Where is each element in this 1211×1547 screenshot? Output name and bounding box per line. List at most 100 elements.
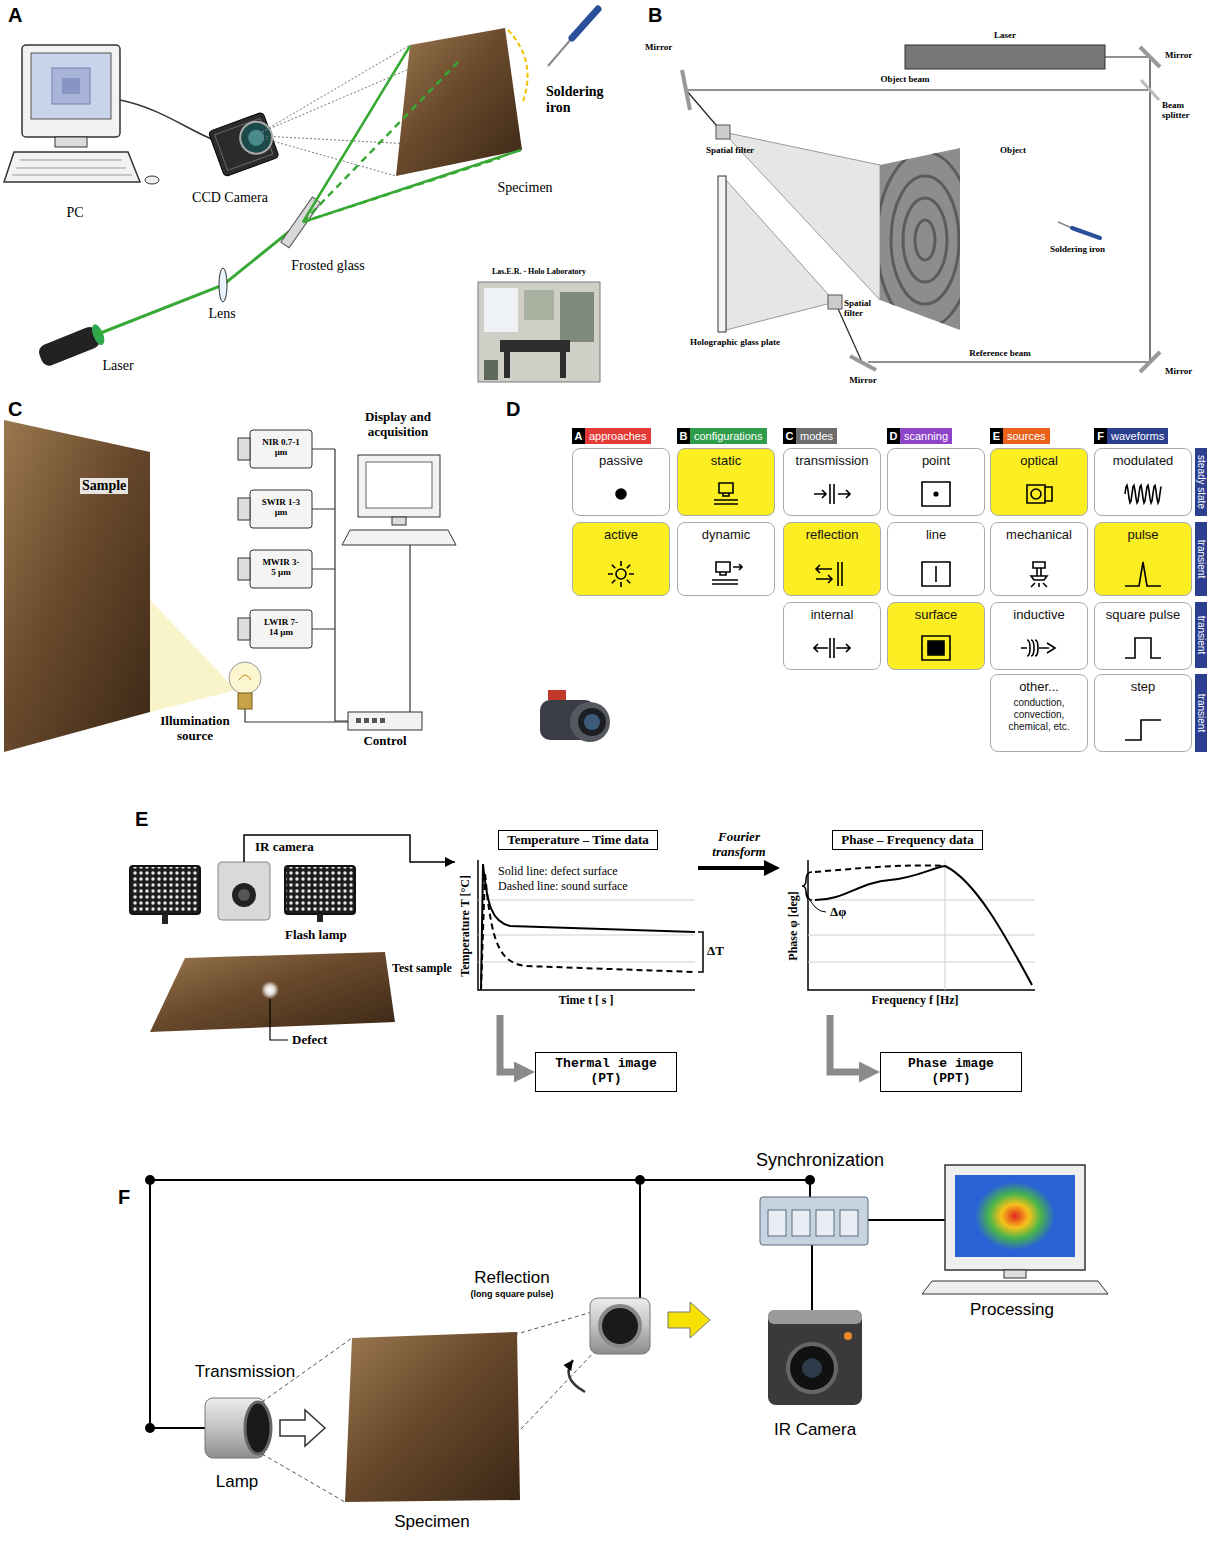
option-icon [934, 492, 938, 496]
sync-unit [760, 1197, 868, 1245]
option-icon [810, 478, 854, 510]
regime-label: transient [1195, 616, 1207, 654]
pc-computer [22, 45, 120, 137]
chart-grid [808, 860, 1035, 990]
lamp [205, 1398, 271, 1458]
soldering-iron [572, 9, 598, 38]
laser-beam [98, 222, 301, 334]
result-box: Thermal image (PT) [535, 1052, 677, 1092]
laser-rays [303, 46, 521, 222]
part-label: Object [1000, 145, 1026, 155]
ir-camera-photo [548, 690, 566, 700]
light-cone [726, 180, 835, 330]
option-icon [1017, 632, 1061, 664]
regime-tab: transient [1195, 674, 1207, 752]
difference-bracket [698, 932, 703, 972]
option-icon [1017, 558, 1061, 590]
option-label: inductive [991, 603, 1087, 623]
beam-splitter [1141, 80, 1159, 100]
option-label: step [1095, 675, 1191, 695]
ir-camera-icon [238, 618, 250, 640]
lamp [245, 1402, 271, 1454]
ir-camera [788, 1344, 836, 1392]
option-box: active [572, 522, 670, 596]
chart-panel: Phase – Frequency data [780, 830, 1035, 1015]
mirror [682, 47, 1160, 372]
option-icon [914, 558, 958, 590]
category-name: modes [796, 428, 837, 444]
laser-rays [303, 62, 500, 222]
ir-camera-icon [250, 430, 312, 468]
specimen [345, 1332, 520, 1502]
laboratory-photo [484, 288, 518, 332]
holographic-plate [718, 176, 726, 332]
axis-label: Phase φ [deg] [787, 891, 801, 960]
result-label: Thermal image (PT) [542, 1057, 670, 1087]
connector-arrow [698, 866, 764, 870]
pc-computer [4, 152, 140, 182]
yellow-arrow [668, 1302, 710, 1338]
processing-computer [922, 1281, 1108, 1294]
option-icon [599, 478, 643, 510]
flash-lamp [162, 914, 168, 924]
defect-spot [261, 981, 279, 999]
part-label: IR Camera [774, 1420, 856, 1440]
part-label: Reflection [474, 1268, 550, 1288]
part-label: Transmission [195, 1362, 295, 1382]
light-bulb [239, 675, 251, 680]
option-icon [914, 632, 958, 664]
part-label: Defect [292, 1033, 327, 1048]
part-label: Laser [102, 358, 133, 374]
chart-axes [808, 860, 1035, 990]
part-label: Specimen [497, 180, 552, 196]
result-box: Phase image (PPT) [880, 1052, 1022, 1092]
reflection-lamp [590, 1298, 650, 1354]
option-box: dynamic [677, 522, 775, 596]
junction-dot [145, 1423, 155, 1433]
part-label: Holographic glass plate [690, 337, 780, 347]
defect-curve [815, 866, 1032, 985]
beam-paths [868, 57, 1150, 362]
control-box [348, 712, 422, 730]
ir-camera-photo [570, 702, 610, 742]
option-icon [1125, 485, 1161, 503]
edge-label: Fourier transform [699, 830, 779, 860]
regime-tab: transient [1195, 602, 1207, 668]
connector-arrow [830, 1015, 859, 1072]
ir-camera-icon [250, 610, 312, 648]
laboratory-photo [500, 340, 570, 352]
pc-computer [52, 68, 90, 104]
category-name: approaches [585, 428, 651, 444]
difference-brace [802, 872, 812, 900]
option-box: surface [887, 602, 985, 670]
option-icon [922, 636, 950, 660]
option-icon [914, 478, 958, 510]
junction-dot [145, 1175, 155, 1185]
option-label: optical [991, 449, 1087, 469]
part-label: Flash lamp [285, 928, 347, 943]
ccd-camera [208, 112, 279, 177]
soldering-iron [1058, 222, 1100, 238]
pc-computer [31, 53, 111, 119]
mirror [850, 356, 876, 370]
axis-label: Temperature T [°C] [459, 875, 473, 977]
category-letter: B [677, 428, 690, 444]
option-icon [608, 561, 634, 587]
regime-tab: transient [1195, 522, 1207, 596]
beam-paths [686, 90, 1150, 132]
part-label: Laser [994, 30, 1016, 40]
option-label: square pulse [1095, 603, 1191, 623]
category-name: sources [1003, 428, 1050, 444]
laser-device [37, 323, 107, 368]
laser-device [89, 323, 107, 347]
part-label: Frosted glass [291, 258, 365, 274]
axis-label: Frequency f [Hz] [871, 994, 958, 1008]
pc-computer [4, 45, 159, 184]
control-box [380, 718, 385, 723]
pc-computer [62, 78, 80, 94]
option-box: passive [572, 448, 670, 516]
panel-letter: B [648, 4, 662, 27]
leader-line [806, 892, 826, 912]
option-box: inductive [990, 602, 1088, 670]
